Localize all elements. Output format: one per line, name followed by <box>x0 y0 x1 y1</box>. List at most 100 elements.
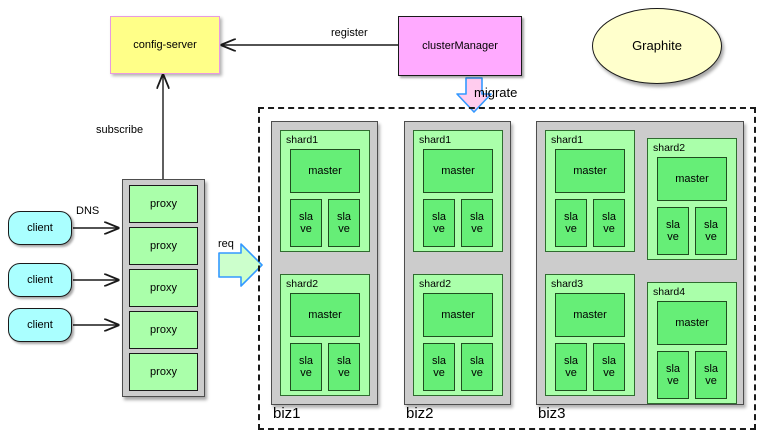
proxy-label: proxy <box>150 198 177 210</box>
slave-line-2: ve <box>603 223 615 235</box>
slave-line-1: sla <box>601 211 617 223</box>
slave-node-1[interactable]: sla ve <box>555 199 587 247</box>
slave-line-1: sla <box>336 211 352 223</box>
graphite-node[interactable]: Graphite <box>592 8 722 84</box>
slave-node-1[interactable]: sla ve <box>657 207 689 255</box>
client-node-3[interactable]: client <box>8 308 72 342</box>
slave-line-1: sla <box>298 211 314 223</box>
slave-node-1[interactable]: sla ve <box>290 199 322 247</box>
proxy-label: proxy <box>150 240 177 252</box>
shard-biz2-shard2[interactable]: shard2 master sla ve sla ve <box>413 274 503 396</box>
client-node-2[interactable]: client <box>8 263 72 297</box>
slave-line-2: ve <box>338 367 350 379</box>
slave-line-1: sla <box>336 355 352 367</box>
slave-line-2: ve <box>471 223 483 235</box>
shard-title: shard1 <box>419 134 452 146</box>
slave-line-2: ve <box>667 231 679 243</box>
proxy-label: proxy <box>150 282 177 294</box>
slave-row: sla ve sla ve <box>286 199 364 247</box>
slave-line-2: ve <box>433 367 445 379</box>
slave-line-2: ve <box>667 375 679 387</box>
shard-title: shard3 <box>551 278 584 290</box>
slave-line-1: sla <box>601 355 617 367</box>
client-label: client <box>27 273 53 286</box>
subscribe-label: subscribe <box>96 124 144 136</box>
slave-line-1: sla <box>563 211 579 223</box>
client-label: client <box>27 221 53 234</box>
client-node-1[interactable]: client <box>8 211 72 245</box>
master-node[interactable]: master <box>290 149 360 193</box>
shard-biz3-shard3[interactable]: shard3 master sla ve sla ve <box>545 274 635 396</box>
shard-title: shard1 <box>286 134 319 146</box>
master-node[interactable]: master <box>423 293 493 337</box>
proxy-node-5[interactable]: proxy <box>129 353 198 391</box>
slave-node-2[interactable]: sla ve <box>461 343 493 391</box>
slave-line-2: ve <box>705 231 717 243</box>
slave-node-2[interactable]: sla ve <box>593 199 625 247</box>
master-node[interactable]: master <box>657 157 727 201</box>
master-node[interactable]: master <box>423 149 493 193</box>
cluster-manager-node[interactable]: clusterManager <box>398 16 522 76</box>
shard-biz3-shard1[interactable]: shard1 master sla ve sla ve <box>545 130 635 252</box>
slave-line-1: sla <box>431 211 447 223</box>
slave-line-1: sla <box>469 355 485 367</box>
proxy-cluster: proxy proxy proxy proxy proxy <box>122 179 205 397</box>
slave-line-2: ve <box>300 223 312 235</box>
master-node[interactable]: master <box>290 293 360 337</box>
slave-line-1: sla <box>665 219 681 231</box>
slave-row: sla ve sla ve <box>551 199 629 247</box>
proxy-node-2[interactable]: proxy <box>129 227 198 265</box>
slave-node-1[interactable]: sla ve <box>423 199 455 247</box>
slave-node-2[interactable]: sla ve <box>695 351 727 399</box>
slave-line-2: ve <box>338 223 350 235</box>
migrate-label: migrate <box>474 85 518 100</box>
config-server-label: config-server <box>133 38 197 51</box>
shard-biz1-shard1[interactable]: shard1 master sla ve sla ve <box>280 130 370 252</box>
biz-group-biz1: shard1 master sla ve sla ve shard2 maste… <box>271 121 378 405</box>
shard-title: shard1 <box>551 134 584 146</box>
proxy-node-3[interactable]: proxy <box>129 269 198 307</box>
slave-line-1: sla <box>703 363 719 375</box>
slave-row: sla ve sla ve <box>286 343 364 391</box>
slave-node-1[interactable]: sla ve <box>555 343 587 391</box>
req-label: req <box>218 238 234 250</box>
slave-line-2: ve <box>433 223 445 235</box>
proxy-node-4[interactable]: proxy <box>129 311 198 349</box>
slave-node-2[interactable]: sla ve <box>328 199 360 247</box>
shard-biz3-shard4[interactable]: shard4 master sla ve sla ve <box>647 282 737 404</box>
slave-line-1: sla <box>665 363 681 375</box>
slave-line-1: sla <box>469 211 485 223</box>
slave-line-2: ve <box>471 367 483 379</box>
master-node[interactable]: master <box>657 301 727 345</box>
shard-biz2-shard1[interactable]: shard1 master sla ve sla ve <box>413 130 503 252</box>
slave-node-2[interactable]: sla ve <box>593 343 625 391</box>
proxy-label: proxy <box>150 324 177 336</box>
master-node[interactable]: master <box>555 149 625 193</box>
biz-zone <box>258 107 756 430</box>
slave-node-2[interactable]: sla ve <box>695 207 727 255</box>
shard-title: shard4 <box>653 286 686 298</box>
slave-line-2: ve <box>300 367 312 379</box>
shard-biz1-shard2[interactable]: shard2 master sla ve sla ve <box>280 274 370 396</box>
biz-group-biz2: shard1 master sla ve sla ve shard2 maste… <box>404 121 511 405</box>
slave-node-1[interactable]: sla ve <box>423 343 455 391</box>
shard-title: shard2 <box>653 142 686 154</box>
req-block-arrow[interactable] <box>218 243 263 287</box>
shard-title: shard2 <box>286 278 319 290</box>
biz-label-biz1: biz1 <box>273 405 301 422</box>
slave-line-1: sla <box>431 355 447 367</box>
cluster-manager-label: clusterManager <box>422 39 498 52</box>
proxy-node-1[interactable]: proxy <box>129 185 198 223</box>
graphite-label: Graphite <box>632 37 682 53</box>
master-node[interactable]: master <box>555 293 625 337</box>
shard-title: shard2 <box>419 278 452 290</box>
biz-label-biz2: biz2 <box>406 405 434 422</box>
slave-row: sla ve sla ve <box>419 199 497 247</box>
slave-node-2[interactable]: sla ve <box>328 343 360 391</box>
slave-node-1[interactable]: sla ve <box>657 351 689 399</box>
shard-biz3-shard2[interactable]: shard2 master sla ve sla ve <box>647 138 737 260</box>
slave-node-1[interactable]: sla ve <box>290 343 322 391</box>
config-server-node[interactable]: config-server <box>110 16 220 74</box>
slave-node-2[interactable]: sla ve <box>461 199 493 247</box>
